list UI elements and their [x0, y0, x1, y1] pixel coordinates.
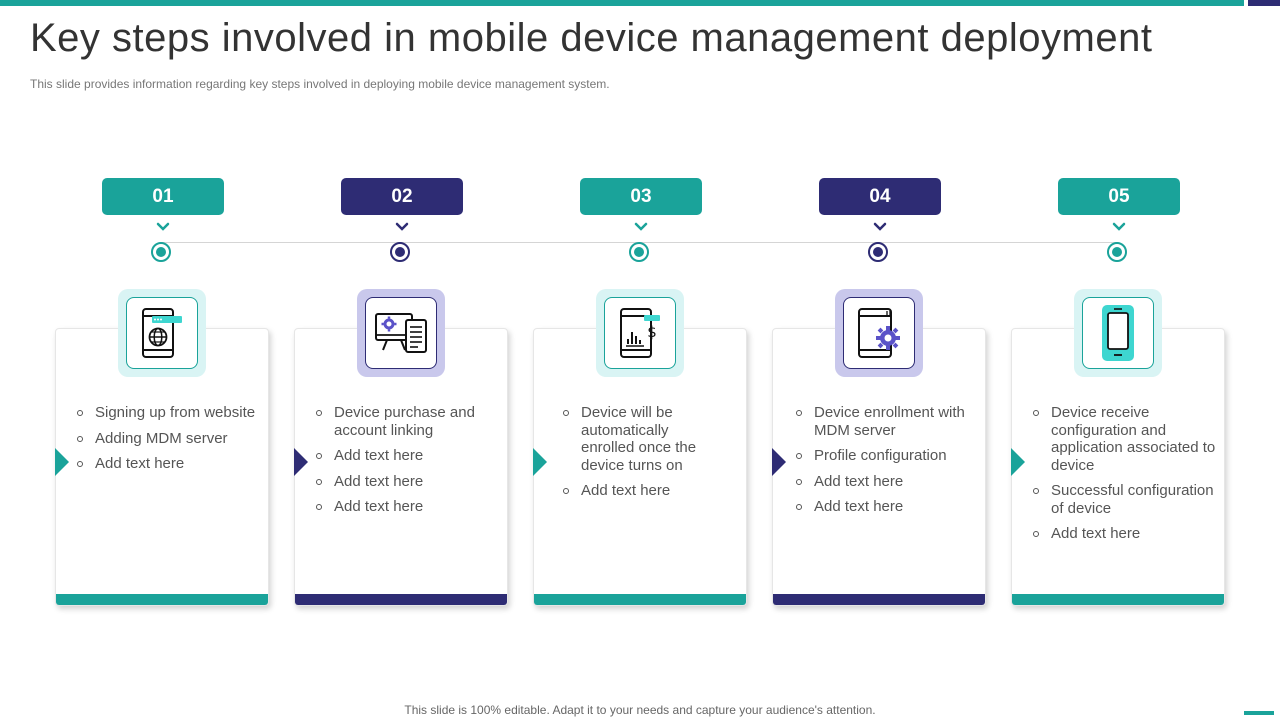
timeline-dot: [151, 242, 171, 262]
list-item: Add text here: [316, 447, 496, 465]
icon-frame: [835, 289, 923, 377]
timeline-dot: [868, 242, 888, 262]
step-bullet-list: Device purchase and account linking Add …: [316, 404, 496, 524]
list-item: Profile configuration: [796, 447, 976, 465]
svg-text:$: $: [647, 323, 657, 341]
monitor-gear-document-icon: [375, 313, 427, 353]
chevron-down-icon: [873, 222, 887, 231]
list-item: Device will be automatically enrolled on…: [563, 404, 723, 474]
step-01: 01 Signing up from website Adding MDM se…: [55, 178, 271, 608]
step-number-badge: 01: [102, 178, 224, 215]
icon-frame: [118, 289, 206, 377]
step-number-badge: 04: [819, 178, 941, 215]
chevron-down-icon: [395, 222, 409, 231]
list-item: Device enrollment with MDM server: [796, 404, 976, 439]
pointer-triangle-icon: [294, 448, 308, 476]
list-item: Device purchase and account linking: [316, 404, 496, 439]
tablet-globe-icon: [142, 308, 182, 358]
list-item: Add text here: [796, 473, 976, 491]
icon-frame: [1074, 289, 1162, 377]
step-02: 02 D: [294, 178, 510, 608]
icon-frame: [357, 289, 445, 377]
step-number-badge: 03: [580, 178, 702, 215]
tablet-gear-icon: [858, 308, 900, 358]
chevron-down-icon: [1112, 222, 1126, 231]
tablet-dollar-chart-icon: $: [620, 308, 660, 358]
list-item: Add text here: [796, 498, 976, 516]
step-number-badge: 05: [1058, 178, 1180, 215]
slide-subtitle: This slide provides information regardin…: [30, 77, 610, 91]
card-bottom-bar: [295, 594, 507, 605]
list-item: Add text here: [316, 473, 496, 491]
list-item: Add text here: [563, 482, 723, 500]
list-item: Add text here: [77, 455, 257, 473]
card-bottom-bar: [1012, 594, 1224, 605]
list-item: Device receive configuration and applica…: [1033, 404, 1218, 474]
list-item: Signing up from website: [77, 404, 257, 422]
pointer-triangle-icon: [533, 448, 547, 476]
card-bottom-bar: [534, 594, 746, 605]
list-item: Adding MDM server: [77, 430, 257, 448]
list-item: Add text here: [316, 498, 496, 516]
step-number-badge: 02: [341, 178, 463, 215]
card-bottom-bar: [773, 594, 985, 605]
slide-footer: This slide is 100% editable. Adapt it to…: [404, 703, 876, 717]
step-card: [533, 328, 747, 606]
list-item: Successful configuration of device: [1033, 482, 1218, 517]
pointer-triangle-icon: [55, 448, 69, 476]
smartphone-icon: [1102, 305, 1134, 361]
top-accent-bar-dark: [1248, 0, 1280, 6]
timeline-dot: [390, 242, 410, 262]
icon-frame: $: [596, 289, 684, 377]
step-bullet-list: Signing up from website Adding MDM serve…: [77, 404, 257, 481]
corner-accent-bar: [1244, 711, 1274, 715]
step-bullet-list: Device enrollment with MDM server Profil…: [796, 404, 976, 524]
chevron-down-icon: [634, 222, 648, 231]
step-05: 05 Device receive configuration and appl…: [1011, 178, 1227, 608]
step-bullet-list: Device will be automatically enrolled on…: [563, 404, 723, 508]
step-04: 04: [772, 178, 988, 608]
list-item: Add text here: [1033, 525, 1218, 543]
pointer-triangle-icon: [772, 448, 786, 476]
timeline-dot: [1107, 242, 1127, 262]
card-bottom-bar: [56, 594, 268, 605]
step-bullet-list: Device receive configuration and applica…: [1033, 404, 1218, 551]
step-03: 03 $ Device will be automatically enroll…: [533, 178, 749, 608]
top-accent-bar: [0, 0, 1244, 6]
chevron-down-icon: [156, 222, 170, 231]
slide-title: Key steps involved in mobile device mana…: [30, 16, 1153, 60]
pointer-triangle-icon: [1011, 448, 1025, 476]
timeline-dot: [629, 242, 649, 262]
